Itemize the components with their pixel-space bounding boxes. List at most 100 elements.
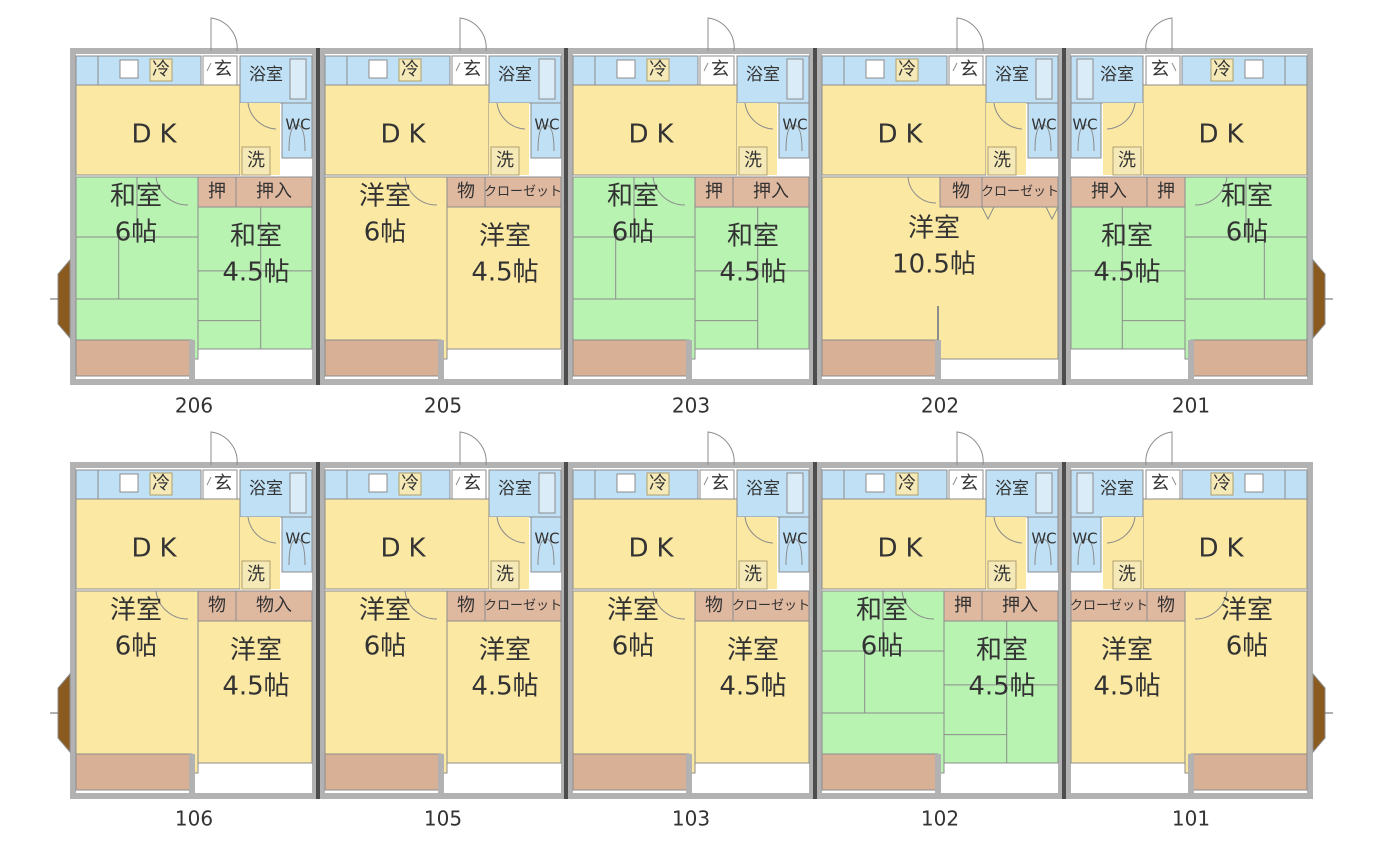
room-size-label: 4.5帖 — [1093, 672, 1160, 702]
wc-door-swing — [744, 102, 774, 130]
entry-door-swing — [707, 17, 735, 52]
room-door-swing — [652, 176, 686, 206]
room-door-swing — [652, 590, 686, 620]
dining-kitchen — [821, 84, 987, 176]
genkan-label: 玄 — [711, 473, 729, 494]
fridge-label: 冷 — [898, 473, 916, 494]
small-room-label: 洋室4.5帖 — [719, 636, 786, 702]
genkan-step — [455, 62, 461, 72]
genkan-step — [1171, 62, 1177, 72]
washer-label: 洗 — [496, 564, 514, 585]
stove-icon — [616, 473, 636, 493]
room-size-label: 6帖 — [115, 218, 158, 248]
unit-layout: 物クローゼット洋室6帖洋室4.5帖冷玄浴室DKWC洗 — [1065, 431, 1333, 799]
fridge-space — [398, 58, 422, 82]
bathroom-label: 浴室 — [498, 65, 532, 85]
washer-space — [490, 146, 520, 176]
room-size-label: 10.5帖 — [892, 250, 976, 280]
genkan — [202, 55, 238, 86]
genkan-step — [952, 476, 958, 486]
dining-kitchen — [572, 498, 738, 590]
washer-space — [738, 146, 768, 176]
room-label: 洋室4.5帖 — [719, 636, 786, 702]
bathtub — [289, 472, 307, 514]
closet-label-large: クローゼット — [1070, 599, 1148, 614]
small-room — [1070, 206, 1186, 350]
room-size-label: 6帖 — [1226, 218, 1269, 248]
room-door-swing — [155, 176, 189, 206]
room-type-label: 和室 — [1221, 182, 1273, 212]
fridge-space — [398, 472, 422, 496]
genkan-label: 玄 — [463, 473, 481, 494]
dining-kitchen — [75, 84, 241, 176]
unit-number-label: 203 — [672, 394, 710, 418]
toilet-bowl — [1077, 538, 1095, 566]
wc-door-swing — [496, 102, 526, 130]
toilet-bowl — [785, 124, 803, 152]
room-labels: 和室6帖和室4.5帖 — [110, 182, 290, 288]
bathroom-label: 浴室 — [249, 65, 283, 85]
bay-window — [1312, 672, 1326, 754]
bathroom-label: 浴室 — [746, 65, 780, 85]
toilet — [530, 102, 562, 159]
dk-label: DK — [380, 534, 433, 564]
wc-label: WC — [534, 116, 559, 134]
veranda — [75, 339, 193, 377]
bathtub — [1035, 58, 1053, 100]
room-type-label: 洋室 — [359, 596, 411, 626]
closet-label: クローゼット — [981, 185, 1059, 200]
entry-door-swing — [210, 431, 238, 466]
stove-icon — [368, 473, 388, 493]
veranda — [324, 339, 442, 377]
stove-icon — [616, 59, 636, 79]
bathroom-label: 浴室 — [746, 479, 780, 499]
large-room — [324, 176, 448, 360]
closet-label-small: 物 — [1157, 595, 1175, 616]
toilet — [1070, 516, 1102, 573]
room-labels: 和室6帖和室4.5帖 — [607, 182, 787, 288]
toilet — [778, 102, 810, 159]
room-size-label: 6帖 — [612, 218, 655, 248]
wc-door-swing — [993, 102, 1023, 130]
closet-label-large: クローゼット — [732, 599, 810, 614]
room-size-label: 4.5帖 — [471, 258, 538, 288]
room-type-label: 洋室 — [607, 596, 659, 626]
closet-label-small: 物 — [208, 595, 226, 616]
closet-doors — [981, 206, 1059, 221]
stove-icon — [1244, 59, 1264, 79]
small-room-label: 和室4.5帖 — [222, 222, 289, 288]
dining-kitchen — [1142, 498, 1308, 590]
small-room-label: 和室4.5帖 — [968, 636, 1035, 702]
wc-label: WC — [285, 530, 310, 548]
large-room — [1184, 590, 1308, 774]
wc-door-swing — [744, 516, 774, 544]
closet-label-large: 物入 — [256, 595, 292, 616]
closet-label-small: 物 — [457, 595, 475, 616]
small-room — [446, 620, 562, 764]
toilet — [1027, 102, 1059, 159]
fridge-space — [149, 58, 173, 82]
wc-door-swing — [993, 516, 1023, 544]
entry-door-swing — [210, 17, 238, 52]
room-size-label: 6帖 — [861, 632, 904, 662]
small-room-label: 洋室4.5帖 — [471, 636, 538, 702]
bathtub — [538, 472, 556, 514]
wc-door-swing — [1106, 516, 1136, 544]
entry-door-swing — [707, 431, 735, 466]
veranda — [1190, 753, 1308, 791]
fridge-label: 冷 — [649, 59, 667, 80]
